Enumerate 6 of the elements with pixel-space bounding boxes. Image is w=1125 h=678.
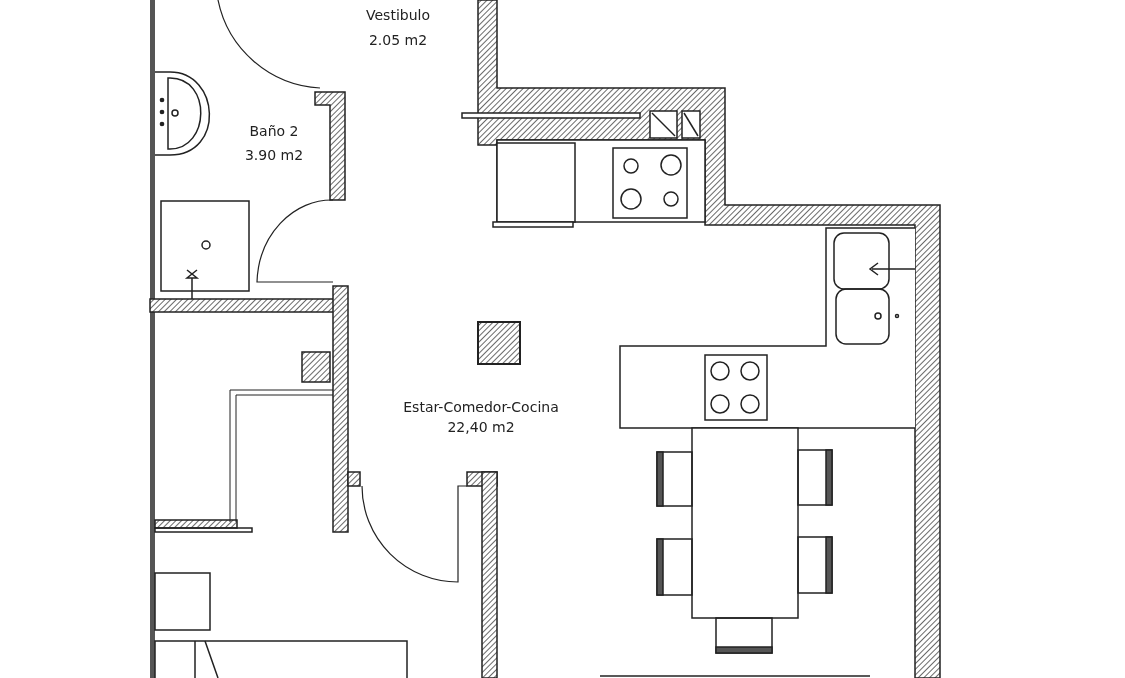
room-area: 3.90 m2	[244, 148, 304, 162]
room-name: Estar-Comedor-Cocina	[403, 400, 559, 414]
room-area: 2.05 m2	[368, 33, 428, 47]
room-name: Baño 2	[249, 124, 299, 138]
room-name: Vestibulo	[366, 8, 430, 22]
room-area: 22,40 m2	[447, 420, 515, 434]
